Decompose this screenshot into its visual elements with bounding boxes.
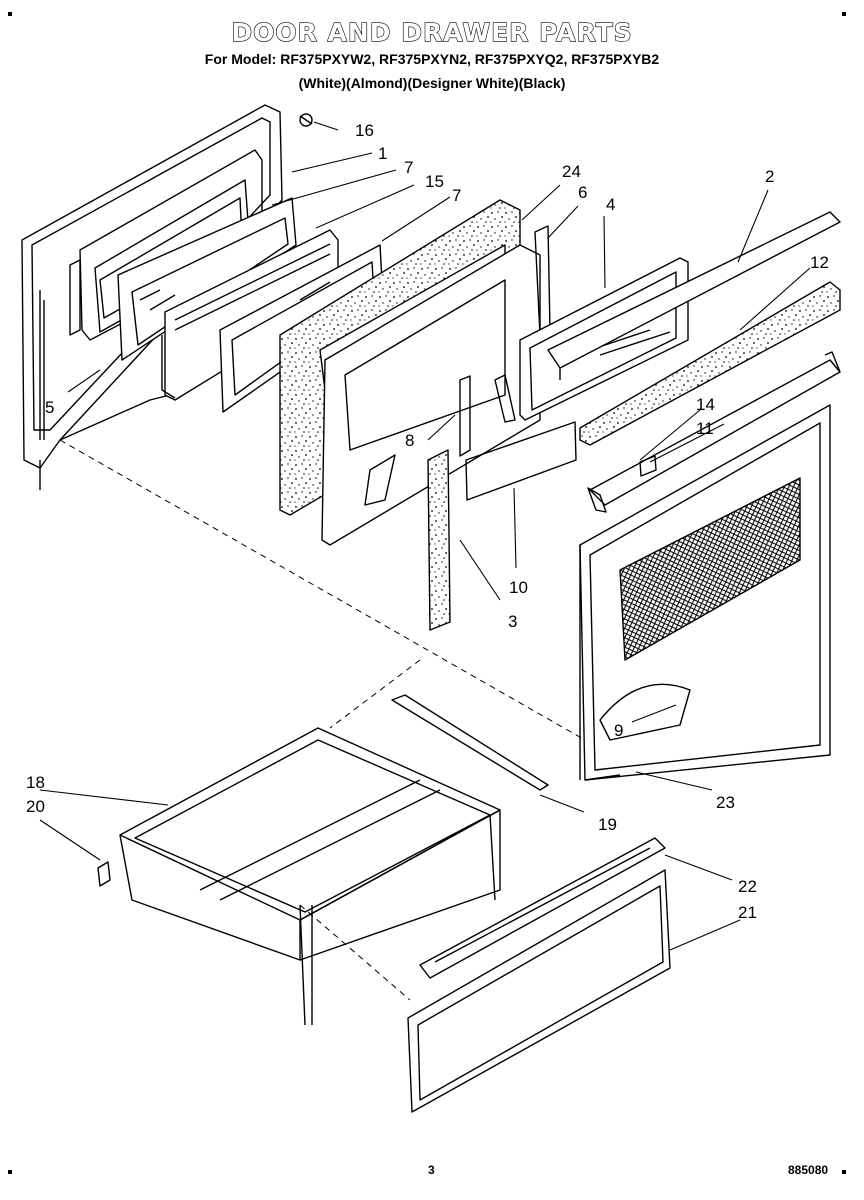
foam-strip-14 (579, 281, 841, 446)
callout-14: 12 (810, 253, 829, 272)
callout-10: 9 (614, 721, 623, 740)
registration-mark (842, 12, 846, 16)
document-number: 885080 (788, 1163, 829, 1177)
callout-4: 4 (606, 195, 615, 214)
drawer-rail-19 (391, 694, 549, 791)
callout-7b: 7 (452, 186, 461, 205)
drawer-front-21 (407, 869, 671, 1113)
drawer-body-18 (119, 727, 501, 1026)
alignment-lines (59, 439, 586, 1001)
callout-15: 14 (696, 395, 715, 414)
screw-9 (299, 113, 313, 127)
callout-2: 2 (765, 167, 774, 186)
registration-mark (8, 1170, 12, 1174)
clip-15 (639, 455, 657, 477)
registration-mark (8, 12, 12, 16)
callout-5: 5 (45, 398, 54, 417)
page-title: DOOR AND DRAWER PARTS (231, 17, 633, 47)
callout-19: 19 (598, 815, 617, 834)
outer-door-panel (579, 404, 831, 781)
part-callouts: 16 1 7 15 7 24 6 4 2 12 5 14 11 8 10 3 9… (26, 121, 829, 922)
callout-23: 23 (716, 793, 735, 812)
registration-mark (842, 1170, 846, 1174)
callout-7a: 7 (404, 158, 413, 177)
side-insulation-3 (427, 449, 451, 631)
trim-strip-11 (465, 421, 577, 501)
callout-1: 1 (378, 144, 387, 163)
color-list: (White)(Almond)(Designer White)(Black) (298, 75, 566, 91)
inner-door-liner (321, 244, 541, 546)
glass-panel-7a (117, 197, 297, 361)
glide-20 (97, 861, 111, 887)
callout-11: 10 (509, 578, 528, 597)
handle-12 (587, 351, 841, 513)
callout-8: 8 (405, 431, 414, 450)
callout-9: 16 (355, 121, 374, 140)
callout-6: 6 (578, 183, 587, 202)
callout-16: 15 (425, 172, 444, 191)
callout-20: 20 (26, 797, 45, 816)
drawer-trim-22 (419, 837, 666, 979)
callout-3: 3 (508, 612, 517, 631)
page-number: 3 (428, 1163, 435, 1177)
top-trim-2 (547, 211, 841, 380)
callout-12: 11 (696, 419, 714, 438)
model-list: For Model: RF375PXYW2, RF375PXYN2, RF375… (204, 51, 660, 67)
callout-21: 21 (738, 903, 757, 922)
leader-lines (39, 121, 811, 951)
callout-18: 18 (26, 773, 45, 792)
callout-24: 24 (562, 162, 581, 181)
callout-22: 22 (738, 877, 757, 896)
